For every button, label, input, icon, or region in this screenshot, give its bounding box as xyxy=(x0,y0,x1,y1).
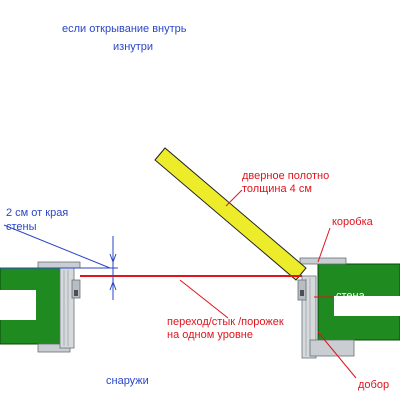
annotation-leaders xyxy=(179,189,357,379)
left-door-frame xyxy=(37,261,81,353)
threshold-label-line-2: на одном уровне xyxy=(167,329,254,341)
threshold-label-line-1: переход/стык /порожек xyxy=(167,316,284,328)
door-leaf-label-line-2: толщина 4 см xyxy=(242,183,312,195)
title-line-1: если открывание внутрь xyxy=(62,23,187,35)
extension-label: добор xyxy=(358,379,390,391)
frame-label: коробка xyxy=(332,216,373,228)
right-door-frame xyxy=(297,257,355,359)
wall-label: стена xyxy=(336,290,365,302)
door-leaf xyxy=(154,147,307,281)
edge-dimension xyxy=(0,224,118,300)
edge-label-line-1: 2 см от края xyxy=(6,207,69,219)
door-leaf-label-line-1: дверное полотно xyxy=(242,170,330,182)
edge-label-line-2: стены xyxy=(6,221,37,233)
outside-label: снаружи xyxy=(106,375,149,387)
right-wall xyxy=(317,263,400,341)
title-line-2: изнутри xyxy=(113,41,154,53)
left-wall xyxy=(0,267,63,345)
